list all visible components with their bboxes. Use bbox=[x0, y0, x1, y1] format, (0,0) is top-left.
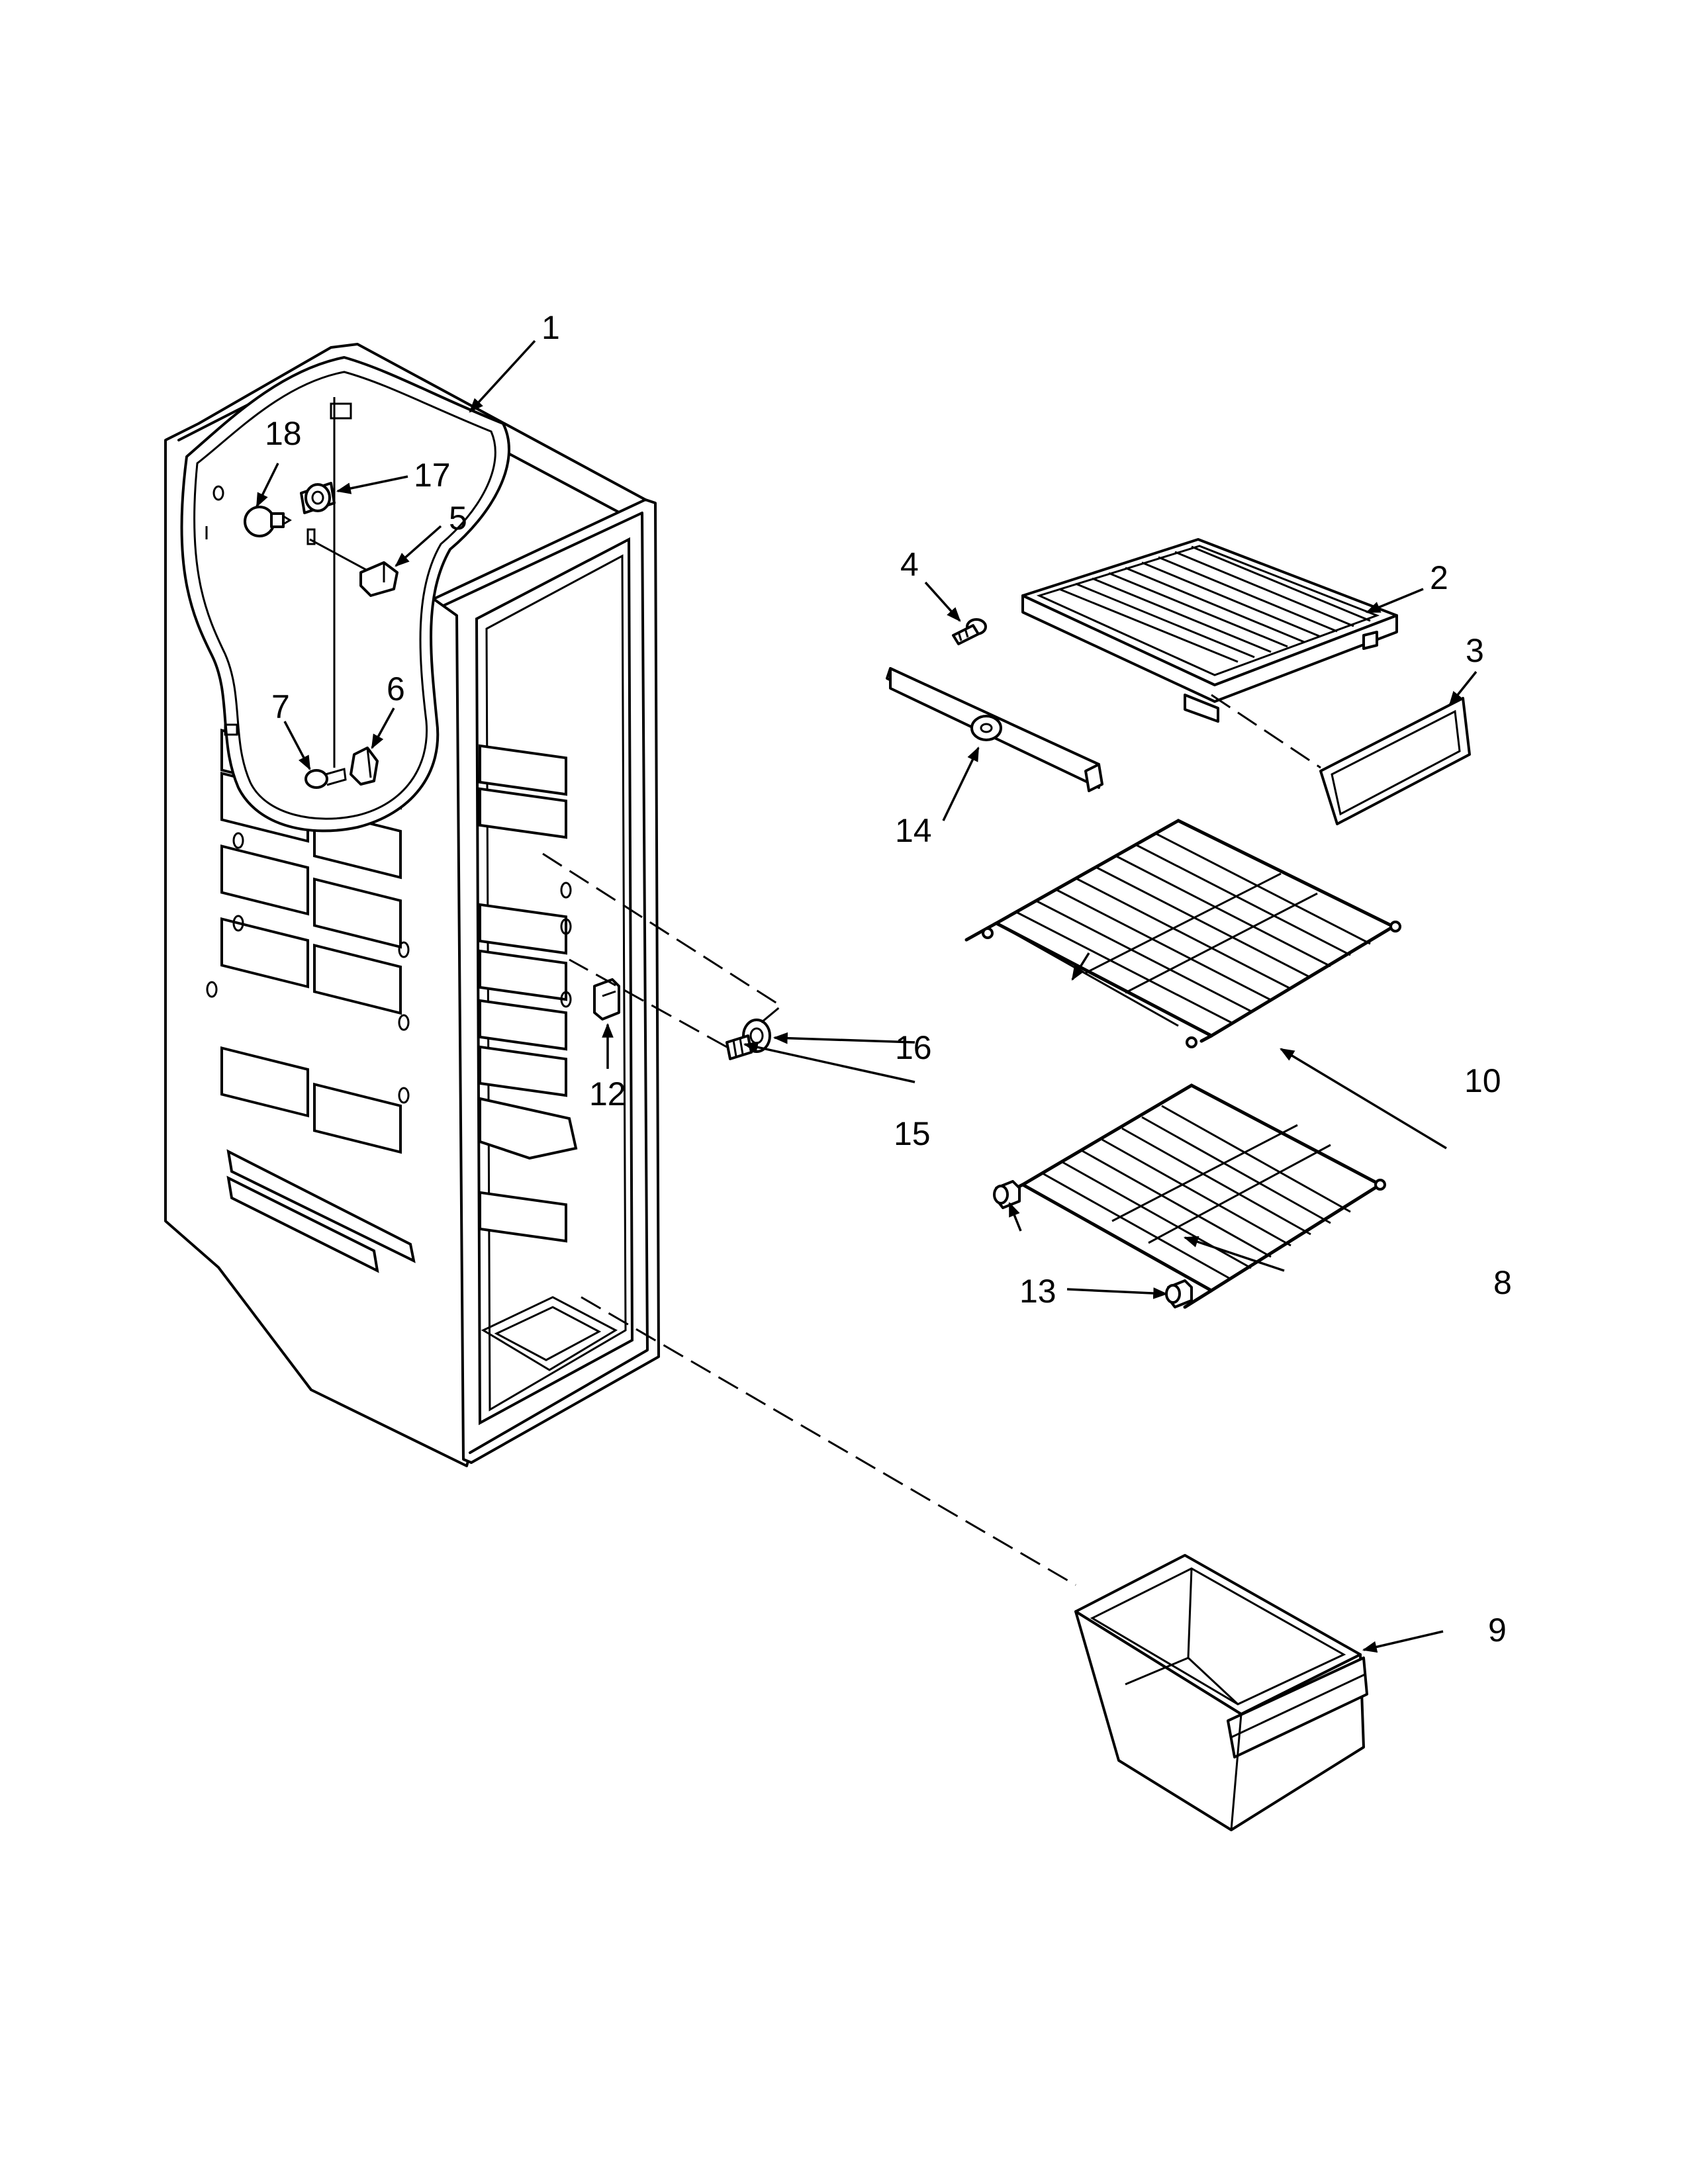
callout-7: 7 bbox=[271, 688, 290, 725]
callout-8: 8 bbox=[1493, 1264, 1512, 1301]
leader-lines bbox=[256, 340, 1477, 1653]
assembly-dashed-lines bbox=[542, 694, 1321, 1586]
callout-12: 12 bbox=[589, 1075, 626, 1113]
crisper-shelf-frame bbox=[1021, 538, 1398, 723]
callout-16: 16 bbox=[895, 1029, 932, 1066]
callout-3: 3 bbox=[1466, 632, 1484, 669]
shelf-pin-left bbox=[993, 1180, 1021, 1209]
callout-9: 9 bbox=[1488, 1612, 1507, 1649]
screw-part-15 bbox=[726, 1034, 753, 1060]
callout-6: 6 bbox=[387, 670, 405, 707]
shelf-support-rail bbox=[886, 667, 1103, 792]
freezer-liner bbox=[164, 343, 660, 1467]
callout-2: 2 bbox=[1430, 559, 1448, 596]
crisper-pan bbox=[1074, 1554, 1368, 1831]
wire-rods-upper bbox=[1015, 832, 1371, 1024]
screw-part-7 bbox=[305, 768, 347, 789]
shelf-ribs bbox=[1058, 545, 1371, 663]
wire-shelf-lower bbox=[1008, 1083, 1386, 1309]
callout-17: 17 bbox=[414, 457, 451, 494]
callout-13-lower: 13 bbox=[1019, 1273, 1056, 1310]
callout-10: 10 bbox=[1464, 1062, 1501, 1099]
callout-18: 18 bbox=[265, 415, 302, 452]
bracket-part-6 bbox=[350, 747, 379, 786]
shelf-trim bbox=[1319, 697, 1471, 825]
liner-slots-right bbox=[479, 744, 567, 1243]
wire-rods-lower bbox=[1042, 1105, 1351, 1281]
shelf-pin-right bbox=[1165, 1279, 1193, 1308]
light-socket bbox=[300, 482, 336, 514]
callout-14: 14 bbox=[895, 812, 932, 849]
callout-4: 4 bbox=[900, 546, 919, 583]
callout-1: 1 bbox=[541, 309, 560, 346]
callout-5: 5 bbox=[449, 500, 467, 537]
callout-15: 15 bbox=[894, 1115, 931, 1152]
clip-part-5 bbox=[359, 561, 399, 597]
wire-shelf-upper bbox=[964, 819, 1401, 1048]
screw-part-4 bbox=[952, 618, 987, 645]
shelf-bracket-part-12 bbox=[593, 978, 620, 1021]
callout-labels: 1 2 3 4 5 6 7 8 9 10 12 13 14 15 16 17 1… bbox=[265, 309, 1512, 1649]
